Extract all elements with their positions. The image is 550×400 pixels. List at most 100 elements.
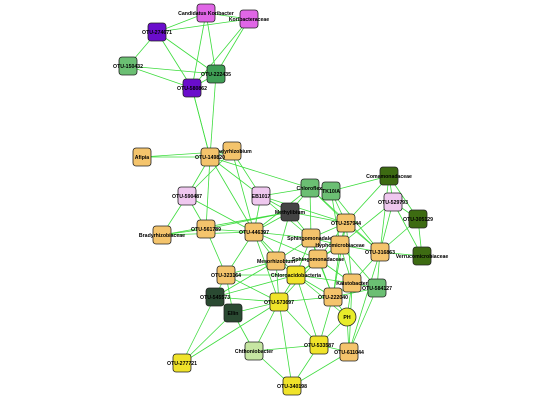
node-ph[interactable]: PH	[337, 307, 357, 327]
node-chloroflexi[interactable]: Chloroflexi	[296, 178, 324, 198]
edge-otu149820-otu580862	[191, 87, 211, 158]
node-shape-otu561789	[196, 219, 216, 239]
node-label-otu149820: OTU-149820	[195, 155, 225, 161]
node-label-sphingomonadales: Sphingomonadales	[287, 236, 335, 242]
node-label-otu340198: OTU-340198	[277, 384, 307, 390]
edge-koribacteraceae-otu580862	[191, 18, 250, 89]
node-otu340198[interactable]: OTU-340198	[277, 376, 307, 396]
node-otu222040[interactable]: OTU-222040	[318, 287, 348, 307]
node-koribacteraceae[interactable]: Koribacteraceae	[229, 9, 269, 29]
node-otu305129[interactable]: OTU-305129	[403, 209, 433, 229]
edge-otu545573-otu277721	[181, 296, 216, 364]
node-shape-otu584127	[367, 278, 387, 298]
node-label-otu545573: OTU-545573	[200, 295, 230, 301]
node-shape-otu316863	[370, 242, 390, 262]
node-comamonadaceae[interactable]: Comamonadaceae	[366, 166, 412, 186]
edge-bradyrhizobium-otu446397	[231, 150, 255, 233]
node-label-koribacteraceae: Koribacteraceae	[229, 17, 269, 23]
edge-otu316863-otu611044	[348, 251, 381, 353]
node-shape-candidatus	[196, 3, 216, 23]
node-shape-otu446397	[244, 222, 264, 242]
node-otu274671[interactable]: OTU-274671	[142, 22, 172, 42]
node-shape-otu611044	[339, 342, 359, 362]
node-shape-otu323164	[216, 265, 236, 285]
edge-otu274671-otu222435	[156, 31, 217, 75]
node-candidatus[interactable]: Candidatus Koribacter	[178, 3, 234, 23]
node-chloroacidobacteria[interactable]: Chloroacidobacteria	[271, 265, 321, 285]
edge-tk10a-comamonadaceae	[330, 175, 390, 192]
node-eb1017[interactable]: EB1017	[251, 186, 271, 206]
node-shape-sphingomonadales	[301, 228, 321, 248]
node-shape-kaistobacter	[342, 273, 362, 293]
node-shape-methylibium	[280, 202, 300, 222]
node-label-otu316863: OTU-316863	[365, 250, 395, 256]
node-bradyrhizobium[interactable]: Bradyrhizobium	[212, 141, 252, 161]
edge-otu150432-otu580862	[127, 65, 193, 89]
node-otu561789[interactable]: OTU-561789	[191, 219, 221, 239]
edge-otu257944-kaistobacter	[345, 222, 353, 284]
node-label-comamonadaceae: Comamonadaceae	[366, 174, 412, 180]
node-otu446397[interactable]: OTU-446397	[239, 222, 269, 242]
edge-tk10a-otu316863	[330, 190, 381, 253]
node-shape-otu573697	[269, 292, 289, 312]
node-hyphomicrobiaceae[interactable]: Hyphomicrobiaceae	[315, 235, 365, 255]
node-otu149820[interactable]: OTU-149820	[195, 147, 225, 167]
node-shape-eb1017	[251, 186, 271, 206]
node-verrucomi[interactable]: Verrucomicrobiaceae	[396, 246, 449, 266]
node-tk10a[interactable]: TK10/A	[321, 181, 341, 201]
node-shape-otu222435	[206, 64, 226, 84]
node-otu529793[interactable]: OTU-529793	[378, 192, 408, 212]
node-shape-otu222040	[323, 287, 343, 307]
node-sphingomonadales[interactable]: Sphingomonadales	[287, 228, 335, 248]
node-label-otu590487: OTU-590487	[172, 194, 202, 200]
node-shape-otu580862	[182, 78, 202, 98]
node-label-otu305129: OTU-305129	[403, 217, 433, 223]
edge-otu573697-otu277721	[181, 301, 280, 364]
node-kaistobacter[interactable]: Kaistobacter	[336, 273, 368, 293]
node-label-otu222040: OTU-222040	[318, 295, 348, 301]
edge-eb1017-otu257944	[260, 195, 347, 224]
node-otu323164[interactable]: OTU-323164	[211, 265, 241, 285]
edge-comamonadaceae-otu316863	[379, 175, 390, 253]
node-otu590487[interactable]: OTU-590487	[172, 186, 202, 206]
node-label-verrucomi: Verrucomicrobiaceae	[396, 254, 449, 260]
node-ellin[interactable]: Ellin	[223, 303, 243, 323]
node-otu611044[interactable]: OTU-611044	[334, 342, 364, 362]
node-otu222435[interactable]: OTU-222435	[201, 64, 231, 84]
node-label-otu533587: OTU-533587	[304, 343, 334, 349]
node-label-chthoniobacter: Chthoniobacter	[235, 349, 273, 355]
node-otu277721[interactable]: OTU-277721	[167, 353, 197, 373]
node-label-mesorhizobium: Mesorhizobium	[257, 259, 295, 265]
node-label-otu257944: OTU-257944	[331, 221, 361, 227]
node-otu316863[interactable]: OTU-316863	[365, 242, 395, 262]
node-shape-otu257944	[336, 213, 356, 233]
node-sphingomonadaceae[interactable]: Sphingomonadaceae	[292, 249, 344, 269]
node-mesorhizobium[interactable]: Mesorhizobium	[257, 251, 295, 271]
edge-candidatus-otu222435	[205, 12, 217, 75]
node-label-otu274671: OTU-274671	[142, 30, 172, 36]
edge-otu446397-sphingomonadales	[253, 231, 312, 239]
node-methylibium[interactable]: Methylibium	[275, 202, 306, 222]
node-bradyrhizobiaceae[interactable]: Bradyrhizobiaceae	[139, 225, 185, 245]
node-otu257944[interactable]: OTU-257944	[331, 213, 361, 233]
node-otu580862[interactable]: OTU-580862	[177, 78, 207, 98]
node-label-otu446397: OTU-446397	[239, 230, 269, 236]
node-otu573697[interactable]: OTU-573697	[264, 292, 294, 312]
node-otu545573[interactable]: OTU-545573	[200, 287, 230, 307]
node-otu533587[interactable]: OTU-533587	[304, 335, 334, 355]
node-shape-otu150432	[118, 56, 138, 76]
node-layer: Candidatus KoribacterKoribacteraceaeOTU-…	[113, 3, 449, 396]
node-otu584127[interactable]: OTU-584127	[362, 278, 392, 298]
node-afipia[interactable]: Afipia	[132, 147, 152, 167]
node-shape-mesorhizobium	[266, 251, 286, 271]
edge-chthoniobacter-otu533587	[253, 344, 320, 352]
node-label-chloroacidobacteria: Chloroacidobacteria	[271, 273, 321, 279]
edge-otu573697-otu340198	[278, 301, 293, 387]
node-chthoniobacter[interactable]: Chthoniobacter	[235, 341, 273, 361]
node-otu150432[interactable]: OTU-150432	[113, 56, 143, 76]
node-shape-chthoniobacter	[244, 341, 264, 361]
node-shape-verrucomi	[412, 246, 432, 266]
node-shape-otu305129	[408, 209, 428, 229]
